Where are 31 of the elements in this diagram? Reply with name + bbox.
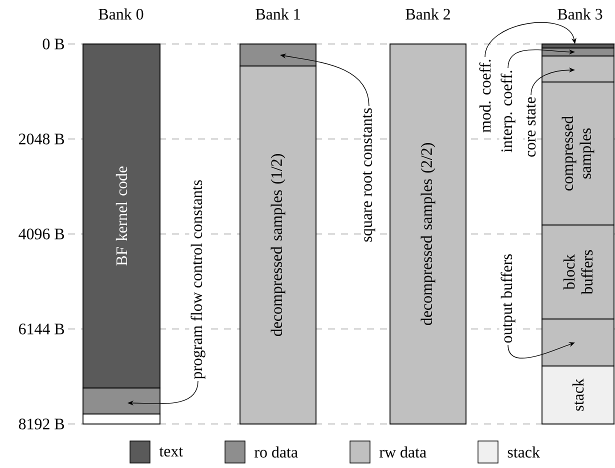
memory-segment: decompressed samples (2/2) (390, 44, 466, 424)
legend-label: stack (508, 446, 540, 458)
memory-segment: BF kernel code (82, 44, 160, 388)
memory-segment (542, 56, 614, 82)
annotation-text: core state (524, 95, 538, 159)
annotation-text: interp. coeff. (499, 68, 517, 154)
annotation-text: square root constants (361, 106, 377, 244)
legend-label: text (159, 447, 184, 457)
memory-segment (82, 414, 160, 424)
memory-segment (82, 388, 160, 414)
memory-segment (542, 44, 614, 48)
axis-label: 0 B (42, 38, 64, 50)
memory-segment (240, 44, 316, 66)
legend-label: ro data (254, 446, 298, 458)
memory-segment (542, 318, 614, 366)
bank-label: Bank 2 (406, 8, 450, 20)
arrow (484, 22, 576, 58)
bank-label: Bank 1 (256, 8, 300, 20)
annotation-text: output buffers (499, 252, 517, 345)
legend-label: rw data (380, 446, 426, 458)
axis-label: 6144 B (19, 324, 64, 334)
axis-label: 8192 B (18, 418, 64, 430)
annotation-text: program flow control constants (189, 178, 207, 381)
bank-label: Bank 0 (98, 8, 144, 20)
bank-label: Bank 3 (558, 8, 602, 20)
memory-segment: decompressed samples (1/2) (240, 66, 316, 424)
axis-label: 2048 B (19, 134, 64, 144)
memory-segment (542, 48, 614, 56)
annotation-text: mod. coeff. (478, 57, 492, 134)
memory-segment: stack (542, 366, 614, 424)
axis-label: 4096 B (18, 228, 64, 240)
